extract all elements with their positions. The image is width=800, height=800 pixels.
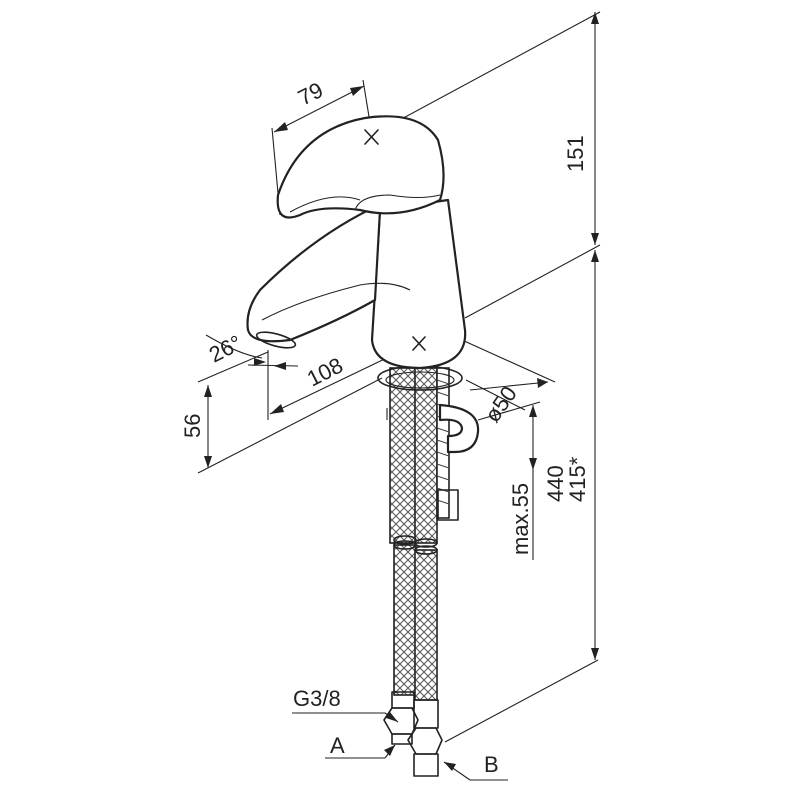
height-upper-label: 151 — [563, 135, 588, 172]
inlet-b-label: B — [484, 752, 499, 777]
faucet-body — [246, 115, 467, 370]
spout-height-label: 56 — [180, 414, 205, 438]
dimension-lines — [197, 11, 601, 781]
hose-b-lower — [414, 549, 438, 701]
inlet-a-label: A — [330, 733, 345, 758]
thread-label: G3/8 — [293, 686, 341, 711]
hose-a-lower — [393, 544, 417, 696]
hose-b-upper — [414, 367, 438, 544]
spout-angle-label: 26° — [205, 330, 246, 367]
counter-max-label: max.55 — [508, 483, 533, 555]
hose-length-a-label: 440 — [543, 465, 568, 502]
hose-a-upper — [389, 367, 417, 544]
lever-width-label: 79 — [294, 77, 327, 110]
spout-reach-label: 108 — [303, 353, 347, 392]
hoses — [377, 365, 480, 777]
hose-length-b-label: 415* — [565, 456, 590, 502]
